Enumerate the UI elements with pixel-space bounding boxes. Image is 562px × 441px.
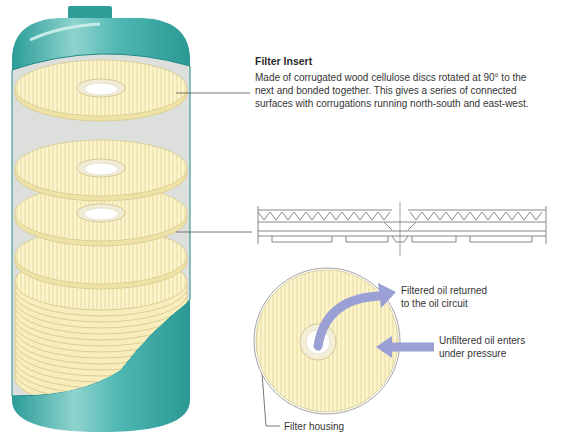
callout-text: Made of corrugated wood cellulose discs …: [255, 71, 545, 110]
housing: [12, 6, 190, 432]
leader-line: [176, 93, 250, 94]
outflow-arrow: [318, 296, 380, 346]
flow-label: Unfiltered oil enters under pressure: [439, 334, 539, 360]
cross-section: [258, 206, 259, 244]
highlight: [30, 24, 100, 40]
disc: [15, 140, 187, 201]
filter-insert: [15, 60, 187, 406]
disc: [84, 208, 118, 220]
disc: [77, 79, 125, 97]
disc: [84, 83, 118, 95]
inflow-arrow: [390, 343, 434, 352]
part-label: Filter housing: [284, 420, 344, 433]
disc: [84, 163, 118, 175]
arrowhead: [378, 283, 396, 308]
disc: [15, 140, 187, 196]
cross-section: [258, 222, 546, 223]
cross-section: [546, 206, 547, 244]
cross-section: [400, 202, 401, 256]
cross-section: [408, 210, 546, 211]
cross-section: [258, 236, 546, 237]
corrugation: [258, 212, 390, 220]
disc: [15, 60, 187, 121]
cross-section: [272, 236, 532, 242]
corrugation: [410, 212, 542, 220]
callout-heading: Filter Insert: [255, 55, 312, 68]
flow-label: Filtered oil returned to the oil circuit: [401, 284, 493, 310]
arrowhead: [376, 336, 392, 358]
cross-section: [258, 202, 546, 256]
cutaway: [12, 54, 190, 396]
disc: [77, 204, 125, 222]
cross-section: [258, 210, 392, 211]
disc-top-view: [254, 268, 400, 414]
disc-top-view: [254, 268, 400, 414]
disc: [15, 60, 187, 116]
housing-shell: [12, 18, 190, 432]
disc: [77, 159, 125, 177]
leader-line: [176, 232, 252, 233]
disc-top-view: [256, 270, 398, 412]
cross-section: [258, 231, 546, 232]
